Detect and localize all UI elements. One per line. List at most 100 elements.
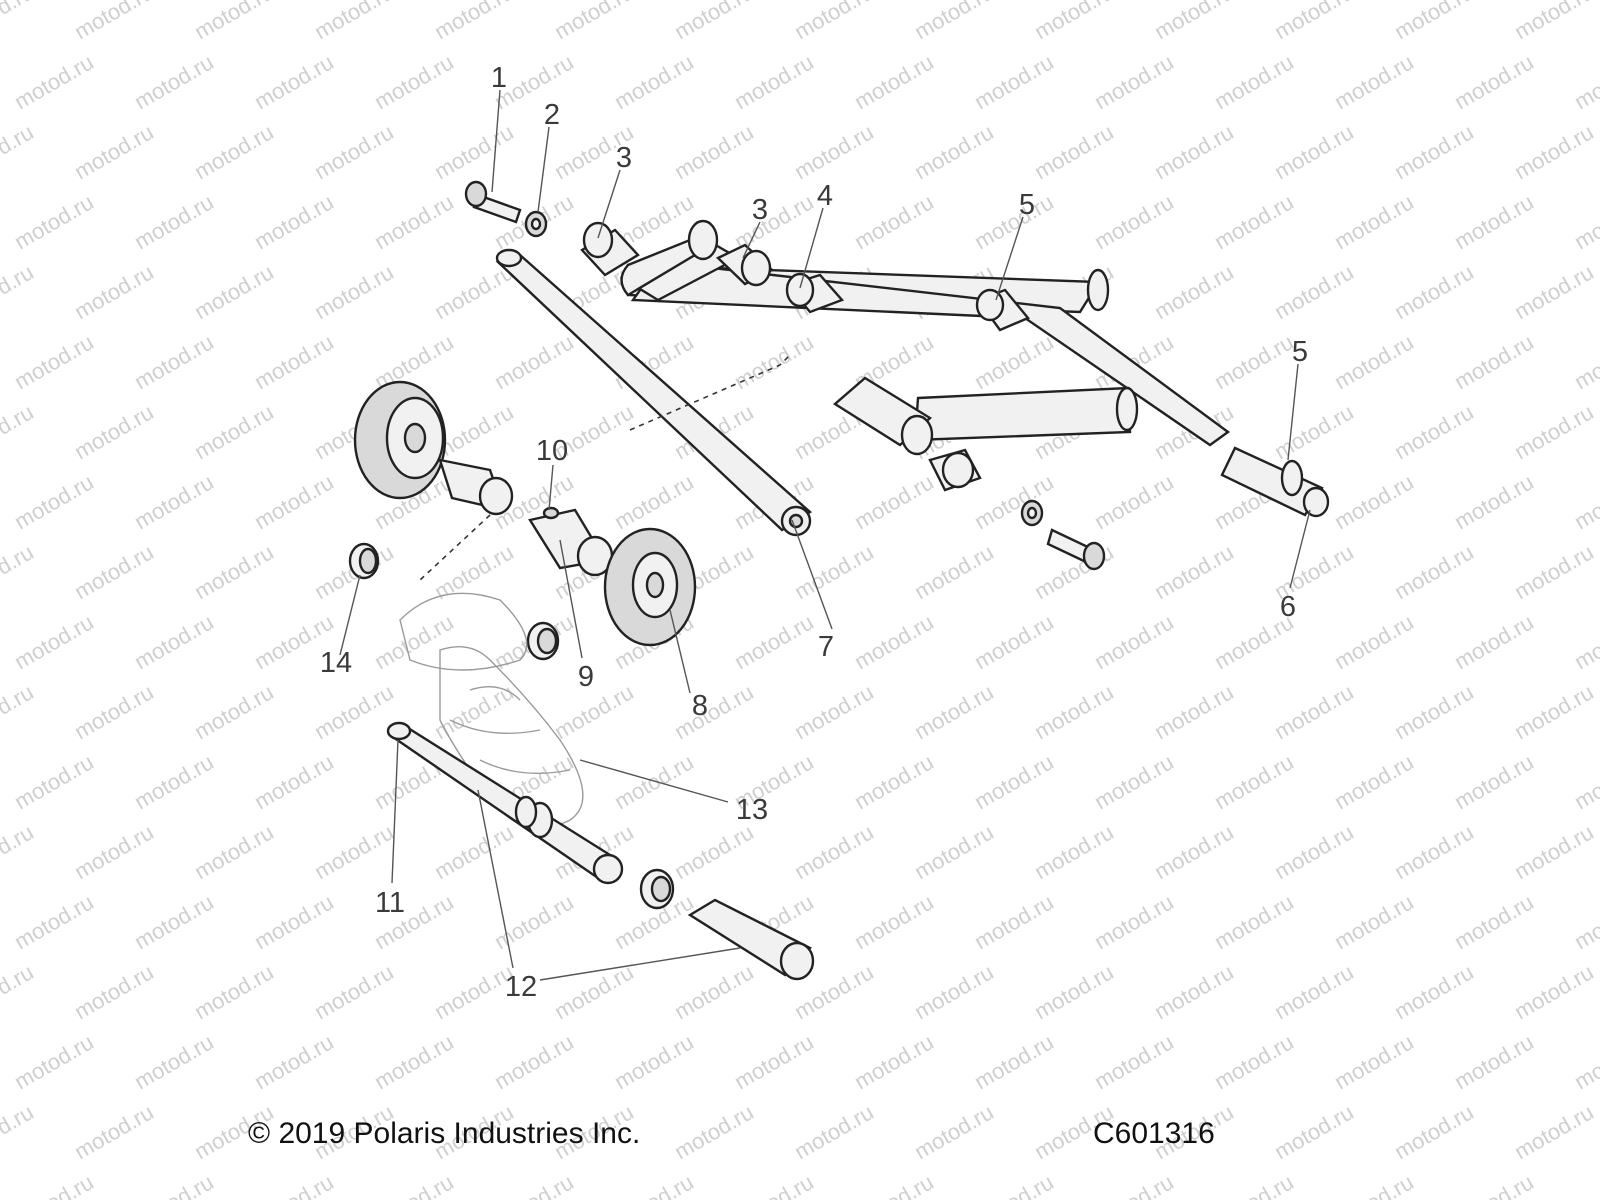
- watermark-text: motod.ru: [1030, 119, 1118, 184]
- watermark-text: motod.ru: [1450, 749, 1538, 814]
- watermark-text: motod.ru: [1090, 749, 1178, 814]
- ring-small: [526, 621, 560, 661]
- ring-14: [348, 542, 380, 580]
- watermark-text: motod.ru: [1210, 49, 1298, 114]
- watermark-text: motod.ru: [850, 749, 938, 814]
- watermark-text: motod.ru: [910, 539, 998, 604]
- watermark-text: motod.ru: [130, 329, 218, 394]
- watermark-text: motod.ru: [1330, 189, 1418, 254]
- watermark-text: motod.ru: [1390, 539, 1478, 604]
- watermark-text: motod.ru: [250, 469, 338, 534]
- watermark-text: motod.ru: [190, 119, 278, 184]
- watermark-text: motod.ru: [1330, 329, 1418, 394]
- idler-wheel-8: [603, 527, 697, 647]
- watermark-text: motod.ru: [1030, 959, 1118, 1024]
- watermark-text: motod.ru: [670, 959, 758, 1024]
- watermark-text: motod.ru: [1330, 49, 1418, 114]
- watermark-text: motod.ru: [1450, 1169, 1538, 1200]
- callout-8: 8: [692, 690, 708, 722]
- watermark-text: motod.ru: [310, 0, 398, 44]
- watermark-text: motod.ru: [490, 1169, 578, 1200]
- callout-13: 13: [736, 794, 768, 826]
- sleeve-12: [687, 898, 815, 981]
- watermark-text: motod.ru: [1390, 959, 1478, 1024]
- watermark-text: motod.ru: [1510, 539, 1598, 604]
- watermark-text: motod.ru: [70, 1099, 158, 1164]
- watermark-text: motod.ru: [1570, 889, 1600, 954]
- watermark-text: motod.ru: [250, 49, 338, 114]
- watermark-text: motod.ru: [0, 679, 38, 744]
- watermark-text: motod.ru: [430, 119, 518, 184]
- watermark-text: motod.ru: [610, 469, 698, 534]
- bushing-3a: [580, 221, 640, 277]
- watermark-text: motod.ru: [670, 1099, 758, 1164]
- watermark-text: motod.ru: [130, 469, 218, 534]
- washer-right: [1020, 499, 1044, 527]
- watermark-text: motod.ru: [1510, 679, 1598, 744]
- watermark-text: motod.ru: [550, 0, 638, 44]
- watermark-text: motod.ru: [250, 189, 338, 254]
- watermark-text: motod.ru: [1390, 399, 1478, 464]
- callout-7: 7: [818, 631, 834, 663]
- watermark-text: motod.ru: [70, 0, 158, 44]
- copyright-notice: © 2019 Polaris Industries Inc.: [248, 1117, 641, 1150]
- spacer-left: [438, 458, 514, 516]
- watermark-text: motod.ru: [130, 189, 218, 254]
- watermark-text: motod.ru: [1510, 959, 1598, 1024]
- watermark-text: motod.ru: [910, 119, 998, 184]
- watermark-text: motod.ru: [1150, 259, 1238, 324]
- watermark-text: motod.ru: [1210, 1029, 1298, 1094]
- watermark-text: motod.ru: [790, 679, 878, 744]
- idler-wheel-left: [353, 380, 447, 500]
- watermark-text: motod.ru: [910, 959, 998, 1024]
- watermark-text: motod.ru: [910, 0, 998, 44]
- watermark-text: motod.ru: [1030, 679, 1118, 744]
- watermark-text: motod.ru: [730, 1029, 818, 1094]
- watermark-text: motod.ru: [1570, 189, 1600, 254]
- watermark-text: motod.ru: [1210, 189, 1298, 254]
- watermark-text: motod.ru: [250, 749, 338, 814]
- callout-6: 6: [1280, 591, 1296, 623]
- watermark-text: motod.ru: [10, 889, 98, 954]
- watermark-text: motod.ru: [1450, 469, 1538, 534]
- watermark-text: motod.ru: [10, 1169, 98, 1200]
- callout-4: 4: [817, 180, 833, 212]
- watermark-text: motod.ru: [250, 1029, 338, 1094]
- watermark-text: motod.ru: [370, 1169, 458, 1200]
- callout-14: 14: [320, 647, 352, 679]
- watermark-text: motod.ru: [970, 469, 1058, 534]
- watermark-text: motod.ru: [370, 609, 458, 674]
- watermark-text: motod.ru: [250, 329, 338, 394]
- watermark-text: motod.ru: [1210, 1169, 1298, 1200]
- watermark-text: motod.ru: [190, 399, 278, 464]
- watermark-text: motod.ru: [490, 889, 578, 954]
- watermark-text: motod.ru: [1390, 0, 1478, 44]
- watermark-text: motod.ru: [1390, 819, 1478, 884]
- watermark-text: motod.ru: [1150, 819, 1238, 884]
- watermark-text: motod.ru: [610, 1169, 698, 1200]
- housing-13-ghost: [399, 592, 584, 829]
- bolt-right: [1046, 528, 1106, 571]
- watermark-text: motod.ru: [850, 609, 938, 674]
- watermark-text: motod.ru: [70, 119, 158, 184]
- watermark-text: motod.ru: [10, 749, 98, 814]
- watermark-text: motod.ru: [1330, 1029, 1418, 1094]
- watermark-text: motod.ru: [130, 609, 218, 674]
- watermark-text: motod.ru: [190, 539, 278, 604]
- watermark-text: motod.ru: [70, 679, 158, 744]
- watermark-text: motod.ru: [430, 819, 518, 884]
- watermark-text: motod.ru: [130, 1169, 218, 1200]
- watermark-text: motod.ru: [970, 749, 1058, 814]
- watermark-text: motod.ru: [1150, 959, 1238, 1024]
- watermark-text: motod.ru: [850, 189, 938, 254]
- watermark-text: motod.ru: [70, 959, 158, 1024]
- watermark-text: motod.ru: [850, 889, 938, 954]
- watermark-text: motod.ru: [190, 259, 278, 324]
- watermark-text: motod.ru: [190, 959, 278, 1024]
- watermark-text: motod.ru: [0, 0, 38, 44]
- watermark-text: motod.ru: [0, 819, 38, 884]
- watermark-text: motod.ru: [10, 1029, 98, 1094]
- watermark-text: motod.ru: [10, 189, 98, 254]
